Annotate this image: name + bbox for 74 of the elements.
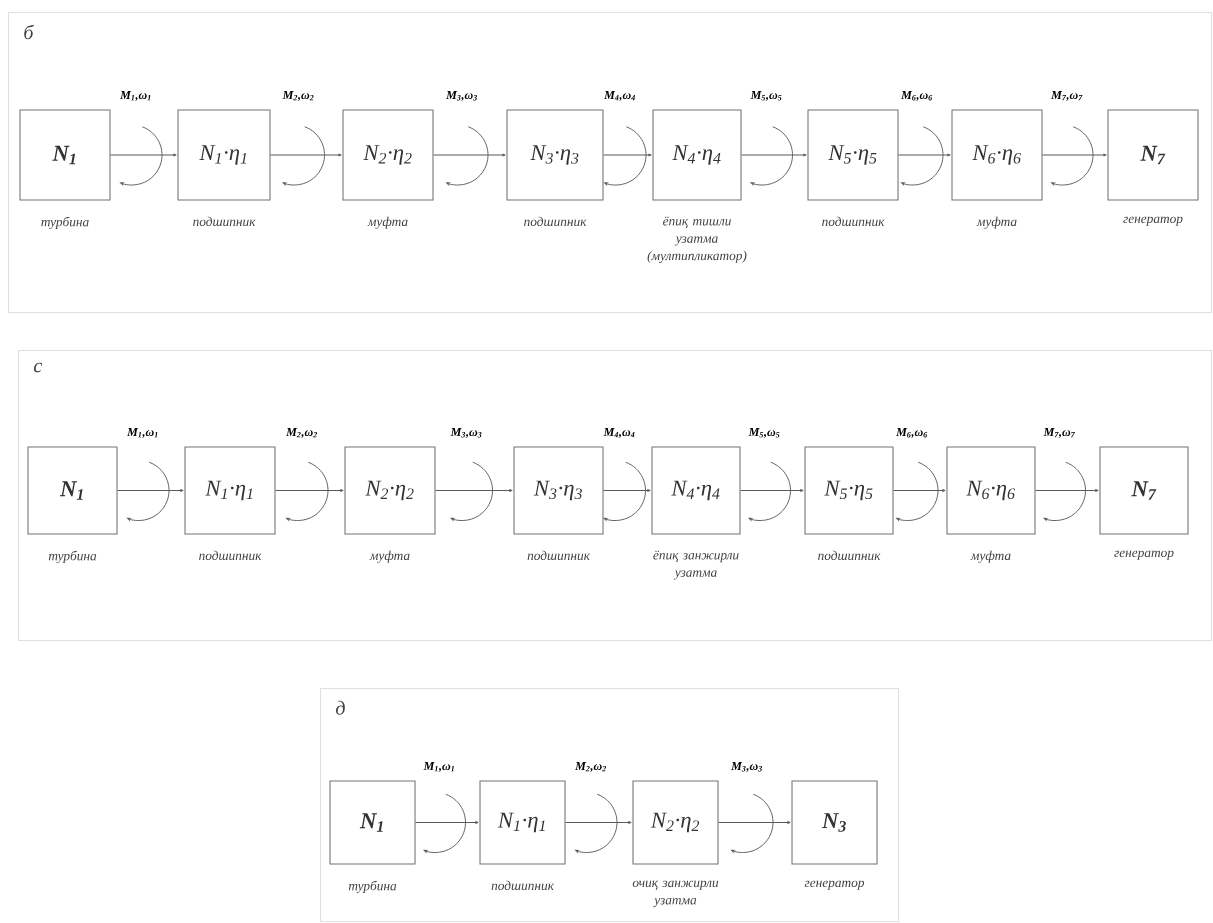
arrow: [741, 153, 807, 157]
edge-label: M$_{1}$,ω$_{1}$: [127, 428, 158, 438]
node-label: подшипник: [193, 216, 256, 227]
node-label: подшипник: [491, 880, 554, 891]
node-label: очиқ занжирли узатма: [632, 880, 719, 908]
node-label: муфта: [369, 550, 410, 563]
arrow: [415, 821, 479, 824]
node-label: турбина: [41, 216, 89, 230]
block-box: N$_{4}$·η$_{4}$: [651, 446, 741, 535]
node-label: подшипник: [199, 550, 262, 561]
edge-label: M$_{1}$,ω$_{1}$: [120, 91, 151, 101]
edge-label: M$_{5}$,ω$_{5}$: [748, 428, 780, 438]
node-label: подшипник: [822, 216, 885, 227]
edge-label: M$_{1}$,ω$_{1}$: [423, 762, 454, 772]
block-box: N$_{1}$·η$_{1}$: [184, 446, 276, 535]
block-box: N$_{1}$·η$_{1}$: [177, 109, 271, 201]
block-box: N$_{6}$·η$_{6}$: [951, 109, 1043, 201]
node-label: муфта: [970, 550, 1011, 563]
arrow: [435, 489, 513, 492]
block-box: N$_{2}$·η$_{2}$: [344, 446, 436, 535]
edge-label: M$_{2}$,ω$_{2}$: [575, 762, 606, 772]
edge-label: M$_{5}$,ω$_{5}$: [750, 91, 782, 101]
edge-label: M$_{4}$,ω$_{4}$: [603, 428, 635, 438]
node-label: подшипник: [524, 216, 587, 227]
node-label: муфта: [367, 216, 408, 229]
node-label: ёпиқ тишли узатма (мултипликатор): [647, 216, 747, 263]
node-label: муфта: [976, 216, 1017, 229]
node-label: генератор: [804, 880, 865, 890]
edge-label: M$_{2}$,ω$_{2}$: [286, 428, 317, 438]
block-box: N$_{4}$·η$_{4}$: [652, 109, 742, 201]
arrow: [1042, 153, 1107, 157]
block-box: N$_{7}$: [1099, 446, 1189, 535]
node-label: генератор: [1123, 216, 1183, 226]
node-label: ёпиқ занжирли узатма: [653, 550, 739, 580]
node-label: турбина: [348, 880, 397, 894]
arrow: [433, 153, 506, 157]
edge-label: M$_{6}$,ω$_{6}$: [896, 428, 928, 438]
block-box: N$_{5}$·η$_{5}$: [807, 109, 899, 201]
arrow: [740, 489, 804, 492]
edge-label: M$_{6}$,ω$_{6}$: [901, 91, 933, 101]
block-box: N$_{6}$·η$_{6}$: [946, 446, 1036, 535]
edge-label: M$_{2}$,ω$_{2}$: [282, 91, 314, 101]
arrow: [718, 821, 791, 824]
node-label: подшипник: [818, 550, 881, 561]
block-box: N$_{2}$·η$_{2}$: [342, 109, 434, 201]
arrow: [270, 153, 342, 157]
arrow: [565, 821, 632, 824]
block-box: N$_{2}$·η$_{2}$: [632, 780, 719, 865]
arrow: [275, 489, 344, 492]
arrow: [603, 489, 651, 492]
block-box: N$_{1}$·η$_{1}$: [479, 780, 566, 865]
block-box: N$_{1}$: [329, 780, 416, 865]
node-label: генератор: [1114, 550, 1174, 560]
arrow: [893, 489, 946, 492]
edge-label: M$_{7}$,ω$_{7}$: [1051, 91, 1083, 101]
edge-label: M$_{3}$,ω$_{3}$: [450, 428, 482, 438]
node-label: подшипник: [527, 550, 590, 561]
block-box: N$_{1}$: [19, 109, 111, 201]
block-box: N$_{3}$·η$_{3}$: [513, 446, 604, 535]
arrow: [603, 153, 652, 157]
arrow: [110, 153, 177, 157]
edge-label: M$_{7}$,ω$_{7}$: [1043, 428, 1075, 438]
arrow: [898, 153, 951, 157]
block-box: N$_{5}$·η$_{5}$: [804, 446, 894, 535]
block-box: N$_{7}$: [1107, 109, 1199, 201]
edge-label: M$_{3}$,ω$_{3}$: [446, 91, 477, 101]
block-box: N$_{3}$: [791, 780, 878, 865]
arrow: [1035, 489, 1099, 492]
edge-label: M$_{3}$,ω$_{3}$: [731, 762, 762, 772]
block-box: N$_{3}$·η$_{3}$: [506, 109, 604, 201]
node-label: турбина: [48, 550, 97, 564]
arrow: [117, 489, 184, 492]
edge-label: M$_{4}$,ω$_{4}$: [604, 91, 635, 101]
block-box: N$_{1}$: [27, 446, 118, 535]
